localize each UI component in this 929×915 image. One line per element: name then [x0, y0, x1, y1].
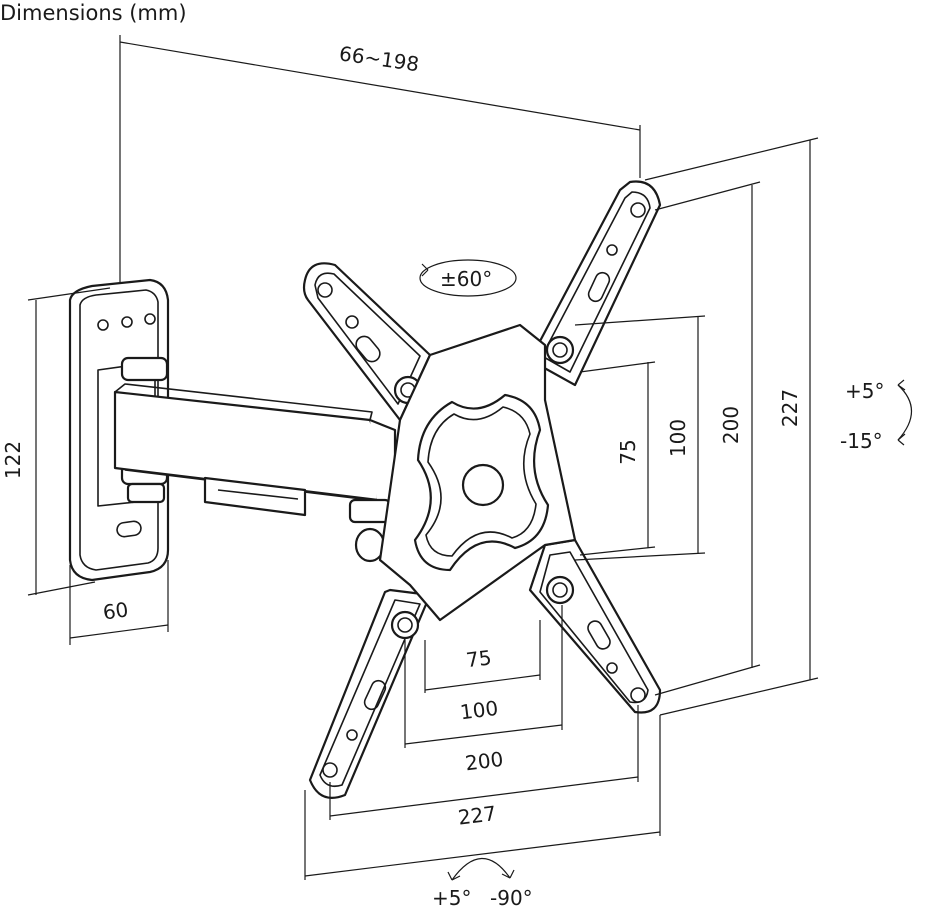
swivel-right-label: -90° — [490, 886, 533, 910]
swivel-indicator: +5° -90° — [432, 857, 533, 910]
dimension-vesa-widths: 75 100 200 227 — [304, 605, 661, 880]
rotation-indicator: ±60° — [419, 259, 517, 297]
extension-arm — [113, 383, 397, 563]
vesa-width-75-label: 75 — [465, 645, 493, 672]
vesa-width-100-label: 100 — [459, 696, 500, 724]
swivel-left-label: +5° — [432, 886, 471, 910]
dimension-wallplate-width: 60 — [69, 560, 169, 645]
dimension-arm-reach: 66~198 — [119, 35, 641, 282]
rotation-label: ±60° — [440, 267, 492, 291]
drawing-title: Dimensions (mm) — [0, 1, 187, 25]
wallplate-width-label: 60 — [101, 597, 130, 624]
dimension-wallplate-height: 122 — [1, 287, 111, 596]
tilt-indicator: +5° -15° — [840, 379, 912, 453]
vesa-width-227-label: 227 — [457, 801, 498, 829]
arm-reach-label: 66~198 — [338, 41, 421, 76]
wallplate-height-label: 122 — [1, 441, 25, 479]
vesa-height-100-label: 100 — [666, 419, 690, 457]
tilt-up-label: +5° — [845, 379, 884, 403]
dimension-vesa-heights: 75 100 200 227 — [574, 137, 819, 716]
tilt-down-label: -15° — [840, 429, 883, 453]
vesa-width-200-label: 200 — [464, 747, 505, 775]
vesa-height-200-label: 200 — [719, 406, 743, 444]
vesa-height-75-label: 75 — [616, 439, 640, 464]
vesa-height-227-label: 227 — [778, 389, 802, 427]
vesa-plate — [302, 180, 662, 799]
